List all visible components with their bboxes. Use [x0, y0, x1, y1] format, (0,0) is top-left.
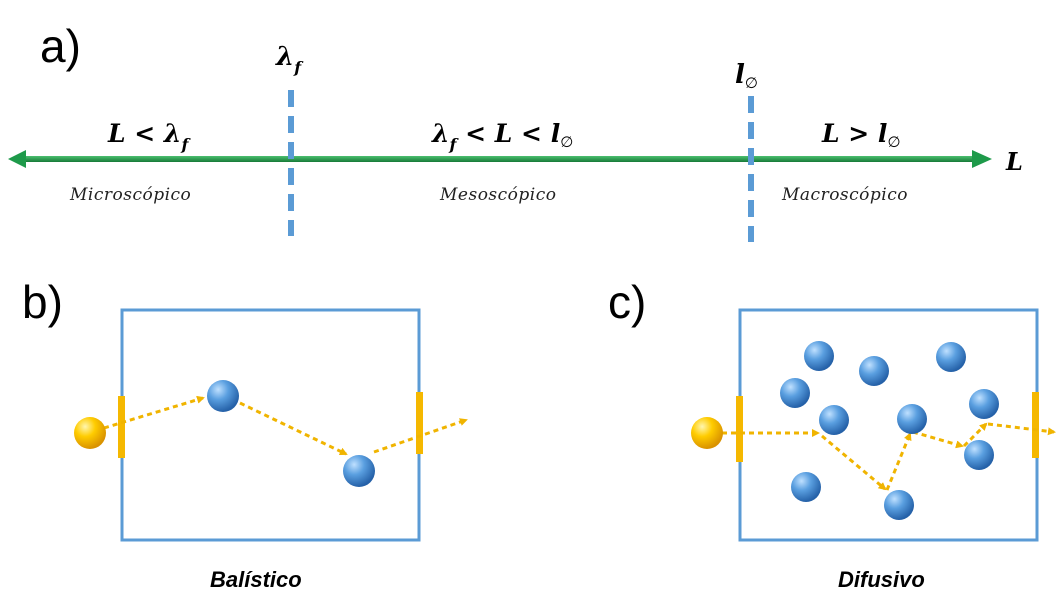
- trajectory-segment: [987, 422, 1056, 436]
- panel-b-label: b): [22, 276, 63, 328]
- scatterer: [343, 455, 375, 487]
- micro-regime-name: Microscópico: [69, 185, 191, 205]
- scatterer: [884, 490, 914, 520]
- scatterer: [897, 404, 927, 434]
- panel-b: b) Balístico: [22, 276, 468, 592]
- trajectory-segment: [821, 434, 887, 491]
- axis-label: L: [1005, 147, 1023, 176]
- ballistic-trajectory: [103, 395, 468, 456]
- panel-c-label: c): [608, 276, 646, 328]
- left-contact: [118, 396, 125, 458]
- ballistic-conductor-box: [120, 308, 421, 542]
- diffusive-trajectory: [722, 422, 1056, 491]
- diffusive-caption: Difusivo: [838, 567, 925, 592]
- scatterer: [791, 472, 821, 502]
- right-contact: [1032, 392, 1039, 458]
- scatterer: [859, 356, 889, 386]
- macro-condition: L > l∅: [821, 119, 901, 151]
- right-contact: [416, 392, 423, 454]
- scatterer: [804, 341, 834, 371]
- scatterer: [819, 405, 849, 435]
- axis-left-arrowhead: [8, 150, 26, 168]
- trajectory-segment: [912, 430, 964, 449]
- phase-length-label: l∅: [735, 60, 758, 92]
- scatterer: [780, 378, 810, 408]
- scatterer: [964, 440, 994, 470]
- meso-condition: λf < L < l∅: [431, 119, 573, 154]
- left-contact: [736, 396, 743, 462]
- electron: [74, 417, 106, 449]
- macro-regime-name: Macroscópico: [781, 185, 908, 205]
- panel-a: a) L λf l∅ L < λf λf < L < l∅ L > l∅ M: [8, 20, 1023, 242]
- scatterer: [969, 389, 999, 419]
- trajectory-segment: [239, 401, 348, 456]
- trajectory-segment: [885, 432, 912, 491]
- mean-free-path-label: λf: [275, 42, 304, 77]
- panel-c: c) Difusivo: [608, 276, 1056, 592]
- micro-condition: L < λf: [107, 119, 191, 154]
- meso-regime-name: Mesoscópico: [439, 185, 556, 205]
- axis-line: [20, 156, 976, 162]
- scatterer: [936, 342, 966, 372]
- length-axis: L: [8, 147, 1023, 176]
- ballistic-caption: Balístico: [210, 567, 302, 592]
- axis-right-arrowhead: [972, 150, 992, 168]
- scatterer: [207, 380, 239, 412]
- trajectory-segment: [373, 418, 468, 454]
- panel-a-label: a): [40, 20, 81, 72]
- electron: [691, 417, 723, 449]
